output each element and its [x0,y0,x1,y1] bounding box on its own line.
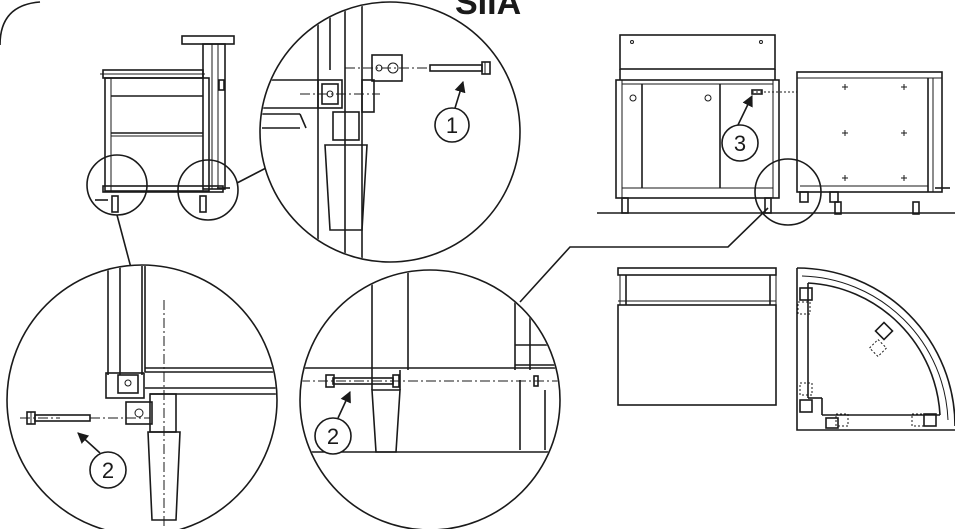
detail-2b-view [299,269,561,529]
callout-3 [721,124,759,162]
callout-2b [314,417,352,455]
callout-2b-label: 2 [327,424,339,449]
callout-2a-label: 2 [102,458,114,483]
frame-corner [0,1,41,46]
right-front-view [597,34,955,215]
detail-circle-small-left [86,154,148,216]
leader-line [236,167,267,184]
callout-3-label: 3 [734,131,746,156]
detail-circle-small-right-unit [754,158,822,226]
detail-circle-small-right [177,159,239,221]
callout-1-label: 1 [446,113,458,138]
page-title: SIIA [455,0,521,22]
detail-2a-view [6,264,278,529]
leader-line [519,207,769,303]
right-bottom-plan-view [796,267,955,431]
left-cabinet-view [95,35,235,213]
callout-2a [89,451,127,489]
detail-1-view [259,1,521,263]
right-bottom-front-view [617,267,777,406]
callout-1 [434,107,470,143]
